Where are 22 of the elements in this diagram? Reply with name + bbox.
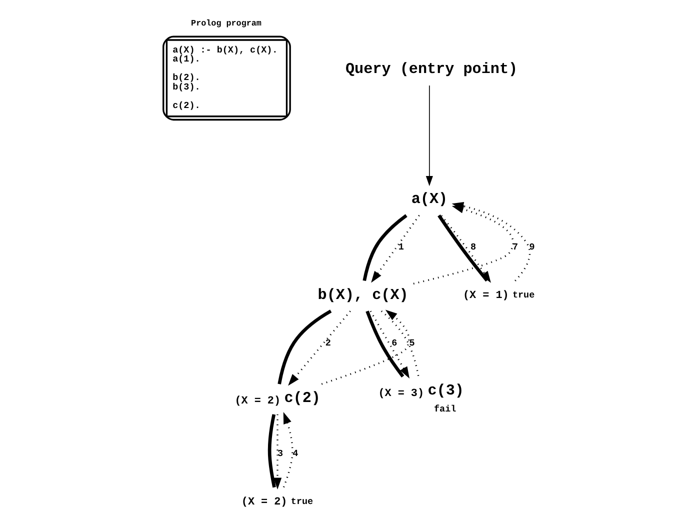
node-text: a(X) bbox=[411, 190, 448, 208]
node-label: (X = 3) bbox=[378, 388, 424, 400]
node-label: (X = 1) bbox=[462, 290, 509, 302]
node-text: c(2) bbox=[284, 389, 320, 408]
edge-label: 4 bbox=[292, 448, 298, 460]
edge-label: 3 bbox=[278, 448, 284, 460]
node-label: (X = 2) bbox=[234, 396, 281, 408]
edge-label: 2 bbox=[325, 337, 331, 348]
edge-label: 6 bbox=[392, 337, 398, 348]
node-text: true bbox=[290, 496, 314, 507]
edge-label: 1 bbox=[398, 242, 404, 253]
node-text: b(X), c(X) bbox=[318, 286, 408, 304]
edge-label: 8 bbox=[470, 242, 476, 253]
edge-label: 9 bbox=[529, 242, 535, 253]
node-text: true bbox=[512, 289, 535, 300]
edge-label: 5 bbox=[409, 337, 415, 348]
edge-label: 7 bbox=[512, 242, 518, 253]
node-text: c(3) bbox=[428, 382, 464, 400]
node-label: Prolog program bbox=[191, 18, 262, 29]
node-label: fail bbox=[434, 404, 456, 415]
node-label: (X = 2) bbox=[241, 496, 288, 508]
node-text: Query (entry point) bbox=[345, 60, 518, 78]
